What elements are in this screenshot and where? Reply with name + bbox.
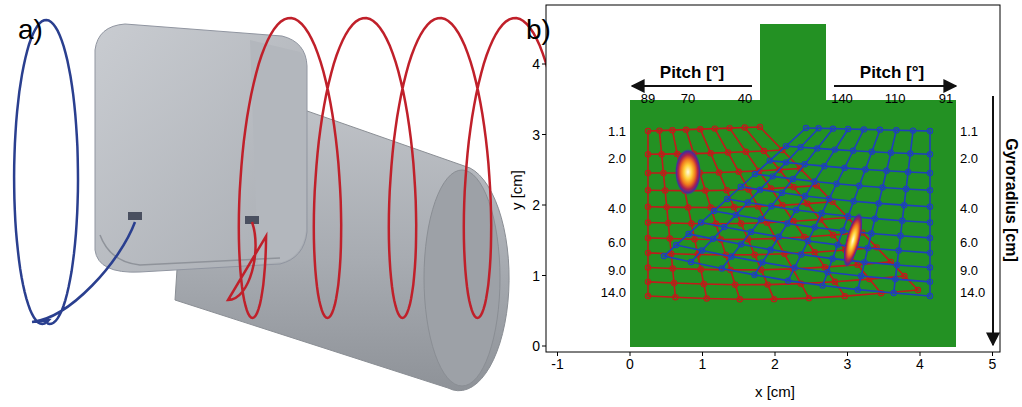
gyroradius-value: 2.0: [608, 152, 626, 165]
tick-label: 1: [699, 357, 707, 371]
gyroradius-value: 1.1: [960, 125, 978, 138]
axis-title: x [cm]: [755, 384, 795, 399]
scintillator: [630, 24, 956, 347]
tick-label: 3: [532, 128, 540, 142]
plot-frame: [546, 5, 1000, 352]
strike-map-grid: [645, 124, 920, 301]
axis-title: Pitch [°]: [860, 64, 924, 81]
gyroradius-value: 6.0: [608, 236, 626, 249]
axis-title: y [cm]: [509, 170, 524, 210]
pitch-value: 91: [939, 92, 953, 105]
panel-label: a): [18, 16, 43, 44]
tick-label: 2: [771, 357, 779, 371]
tick-label: 2: [532, 198, 540, 212]
strike-map-grid: [661, 125, 932, 298]
pitch-arrow: [834, 85, 956, 87]
ion-orbit: [14, 20, 135, 324]
signal-spot: [675, 149, 701, 195]
gyroradius-value: 4.0: [960, 202, 978, 215]
panel-label: b): [526, 16, 551, 44]
tick-label: 4: [916, 357, 924, 371]
tick-label: 0: [532, 339, 540, 353]
gyroradius-value: 9.0: [960, 264, 978, 277]
axis-ticks: [542, 64, 993, 356]
axis-title: Gyroradius [cm]: [1003, 138, 1019, 262]
signal-spot: [839, 211, 866, 269]
pitch-value: 40: [738, 92, 752, 105]
probe-render: [95, 24, 509, 391]
gyroradius-value: 9.0: [608, 264, 626, 277]
tick-label: 1: [532, 269, 540, 283]
gyroradius-value: 1.1: [608, 125, 626, 138]
tick-label: 0: [626, 357, 634, 371]
pitch-arrow: [632, 85, 752, 87]
tick-label: -1: [551, 357, 563, 371]
tick-label: 3: [844, 357, 852, 371]
gyroradius-value: 14.0: [601, 286, 626, 299]
pitch-value: 89: [641, 92, 655, 105]
pitch-value: 140: [831, 92, 853, 105]
gyroradius-arrow: [992, 96, 994, 345]
tick-label: 4: [532, 57, 540, 71]
pitch-value: 110: [885, 92, 906, 105]
ion-orbit: [228, 18, 566, 318]
gyroradius-value: 6.0: [960, 236, 978, 249]
gyroradius-value: 14.0: [960, 286, 985, 299]
gyroradius-value: 2.0: [960, 152, 978, 165]
tick-label: 5: [989, 357, 997, 371]
pitch-value: 70: [681, 92, 695, 105]
gyroradius-value: 4.0: [608, 202, 626, 215]
axis-title: Pitch [°]: [660, 64, 724, 81]
